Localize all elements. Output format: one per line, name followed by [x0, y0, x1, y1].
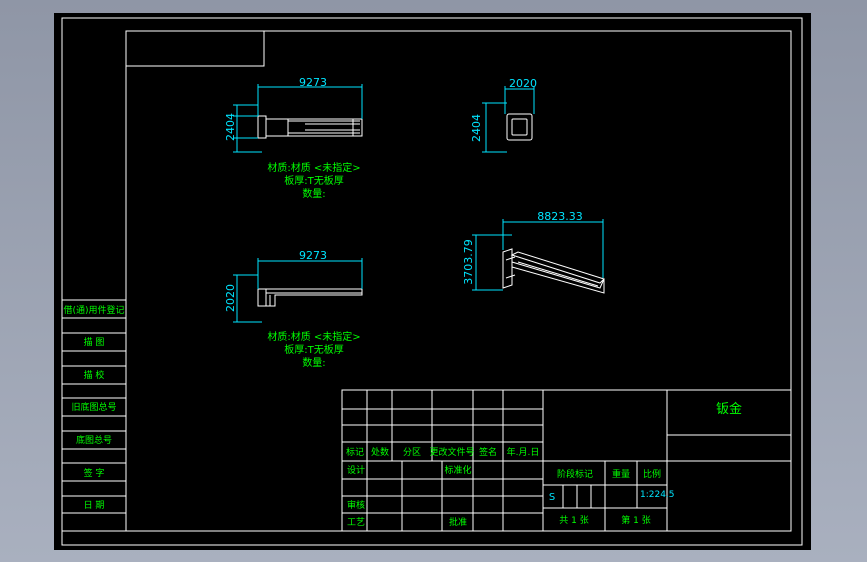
left-label-1: 描 图: [84, 336, 105, 348]
corner-reference-box: [126, 31, 265, 67]
design-label: 设计: [347, 464, 365, 476]
top-view-width-dim: 9273: [299, 76, 327, 89]
header-count: 处数: [371, 446, 389, 458]
header-mark: 标记: [346, 446, 364, 458]
top-view[interactable]: 9273 2404: [224, 76, 363, 153]
viewport-background: [54, 13, 811, 550]
sheet-number: 第 1 张: [621, 514, 650, 526]
side-view-height-dim: 2020: [224, 284, 237, 312]
scale-value: 1:224.5: [640, 490, 675, 500]
upper-note-thickness: 板厚:T无板厚: [284, 174, 343, 187]
upper-note-material: 材质:材质 <未指定>: [267, 161, 360, 174]
side-view-width-dim: 9273: [299, 249, 327, 262]
weight-label: 重量: [612, 468, 630, 480]
end-view-height-dim: 2404: [470, 114, 483, 142]
process-label: 工艺: [347, 517, 365, 528]
end-view-width-dim: 2020: [509, 77, 537, 90]
end-view[interactable]: 2020 2404: [470, 77, 537, 153]
lower-note-quantity: 数量:: [302, 356, 325, 369]
upper-notes: 材质:材质 <未指定> 板厚:T无板厚 数量:: [267, 161, 360, 200]
approve-label: 批准: [449, 516, 467, 528]
lower-note-material: 材质:材质 <未指定>: [267, 330, 360, 343]
left-label-4: 底图总号: [76, 434, 112, 446]
iso-view-width-dim: 8823.33: [537, 210, 583, 223]
header-date: 年.月.日: [507, 446, 540, 458]
header-signature: 签名: [479, 446, 497, 458]
left-label-5: 签 字: [84, 467, 105, 479]
iso-view-height-dim: 3703.79: [462, 239, 475, 285]
lower-notes: 材质:材质 <未指定> 板厚:T无板厚 数量:: [267, 330, 360, 369]
stage-mark-label: 阶段标记: [557, 468, 593, 480]
left-label-6: 日 期: [84, 500, 105, 511]
left-label-0: 借(通)用件登记: [63, 304, 124, 316]
upper-note-quantity: 数量:: [302, 187, 325, 200]
top-view-height-dim: 2404: [224, 113, 237, 141]
drawing-name: 钣金: [716, 401, 742, 417]
lower-note-thickness: 板厚:T无板厚: [284, 343, 343, 356]
left-label-3: 旧底图总号: [71, 401, 116, 413]
sheet-total: 共 1 张: [559, 515, 588, 526]
header-change-doc: 更改文件号: [429, 446, 474, 458]
title-block: 标记 处数 分区 更改文件号 签名 年.月.日 设计 标准化 审核 工艺 批准 …: [341, 389, 792, 532]
review-label: 审核: [347, 499, 365, 511]
standardize-label: 标准化: [444, 464, 471, 476]
header-zone: 分区: [403, 447, 421, 458]
outer-border: [61, 17, 803, 546]
left-label-2: 描 校: [84, 369, 105, 381]
side-view[interactable]: 9273 2020: [224, 249, 363, 323]
isometric-view[interactable]: 8823.33 3703.79: [462, 210, 605, 294]
left-registration-column: 借(通)用件登记 描 图 描 校 旧底图总号 底图总号 签 字 日 期: [61, 299, 127, 532]
stage-value: S: [549, 492, 555, 503]
scale-label: 比例: [643, 468, 661, 480]
